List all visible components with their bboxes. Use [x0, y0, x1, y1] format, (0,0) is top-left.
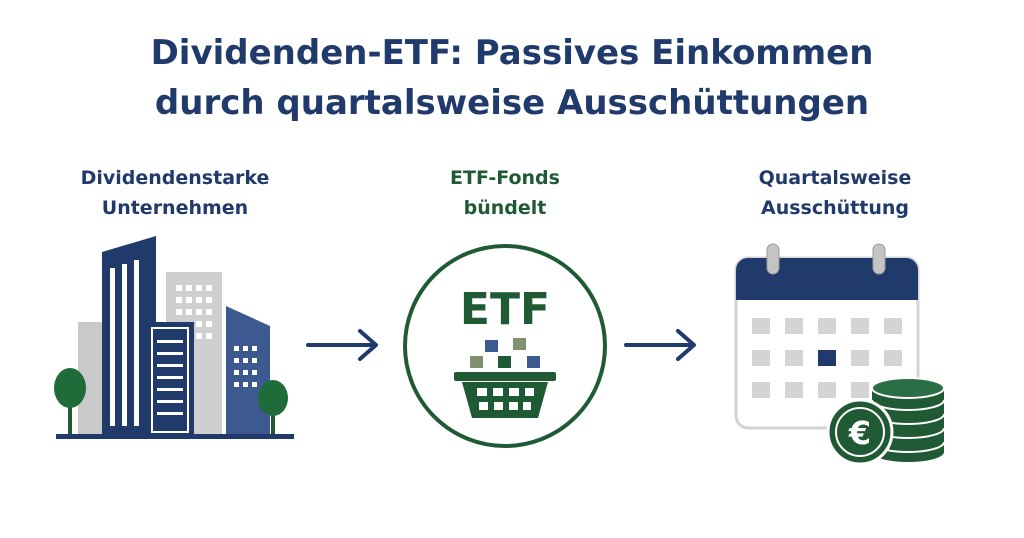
page-title-line-1: Dividenden-ETF: Passives Einkommen: [150, 33, 874, 73]
arrow-right-icon: [306, 329, 378, 361]
etf-circle: [403, 244, 607, 448]
etf-badge-text: ETF: [460, 284, 550, 335]
step-label-fund-line-2: bündelt: [463, 197, 547, 219]
tree-right-icon: [258, 380, 288, 436]
step-label-payout-line-1: Quartalsweise: [758, 167, 912, 189]
city-buildings-icon: [54, 236, 294, 439]
page-title-line-2: durch quartalsweise Ausschüttungen: [154, 83, 870, 123]
calendar-highlight-day: [818, 350, 836, 366]
step-label-companies-line-2: Unternehmen: [101, 197, 249, 219]
euro-symbol: €: [848, 414, 871, 452]
euro-coin-icon: €: [826, 398, 894, 466]
step-label-companies: Dividendenstarke Unternehmen: [40, 163, 310, 223]
calendar-coins-icon: €: [734, 243, 945, 466]
step-label-fund-line-1: ETF-Fonds: [450, 167, 560, 189]
step-label-fund: ETF-Fonds bündelt: [370, 163, 640, 223]
arrow-right-icon: [624, 329, 696, 361]
ground-line: [56, 434, 294, 439]
etf-basket-icon: ETF: [403, 244, 607, 448]
step-label-payout: Quartalsweise Ausschüttung: [700, 163, 970, 223]
step-label-companies-line-1: Dividendenstarke: [80, 167, 270, 189]
step-label-payout-line-2: Ausschüttung: [761, 197, 909, 219]
building-navy-tower: [102, 236, 156, 436]
tree-left-icon: [54, 368, 86, 436]
